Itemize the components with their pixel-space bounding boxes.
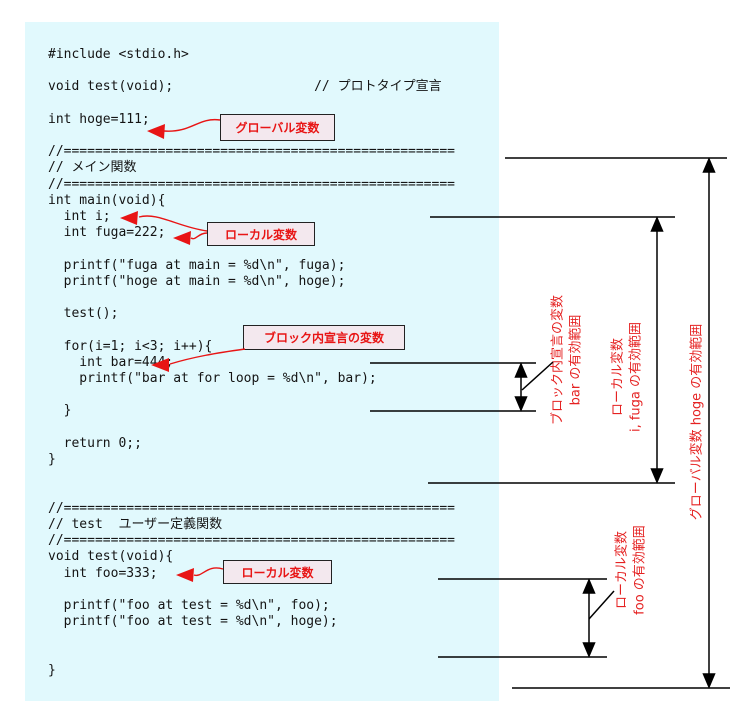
local-var-fuga-arrow-curve <box>190 232 208 240</box>
block-var-arrow-curve <box>169 348 246 365</box>
local-var-i-arrow-head <box>120 211 138 225</box>
local-var-i-arrow-curve <box>138 215 208 232</box>
callout-local-variable-main-label: ローカル変数 <box>224 227 297 242</box>
callout-block-variable-label: ブロック内宣言の変数 <box>263 331 384 345</box>
scope-extent-arrows <box>514 157 716 689</box>
foo-scope-arrow-down-head <box>582 642 596 658</box>
i-fuga-scope-arrow <box>650 216 664 484</box>
bar-scope-arrow-down-head <box>514 396 528 412</box>
local-var-fuga-arrow-head <box>173 231 191 245</box>
bar-label-connector <box>521 361 554 391</box>
i-fuga-scope-arrow-down-head <box>650 468 664 484</box>
callout-local-variable-test: ローカル変数 <box>223 560 332 584</box>
hoge-scope-arrow <box>702 157 716 689</box>
callout-arrows <box>120 118 246 582</box>
i-fuga-scope-arrow-up-head <box>650 216 664 232</box>
global-var-arrow-curve <box>163 118 221 132</box>
label-connector-lines <box>521 361 615 620</box>
foo-scope-arrow-up-head <box>582 578 596 594</box>
local-var-foo-arrow-curve <box>193 567 224 577</box>
callout-local-variable-main: ローカル変数 <box>207 222 315 246</box>
hoge-scope-arrow-down-head <box>702 673 716 689</box>
local-var-foo-arrow-head <box>176 568 194 582</box>
hoge-scope-arrow-up-head <box>702 157 716 173</box>
bar-scope-arrow <box>514 362 528 412</box>
scope-boundary-lines <box>370 157 730 689</box>
callout-global-variable-label: グローバル変数 <box>235 121 320 135</box>
foo-label-connector <box>588 590 615 620</box>
callout-global-variable: グローバル変数 <box>220 114 335 141</box>
global-var-arrow-head <box>147 124 165 139</box>
bar-scope-arrow-up-head <box>514 362 528 378</box>
block-var-arrow-head <box>151 358 169 372</box>
callout-local-variable-test-label: ローカル変数 <box>241 565 314 580</box>
callout-block-variable: ブロック内宣言の変数 <box>243 325 405 350</box>
